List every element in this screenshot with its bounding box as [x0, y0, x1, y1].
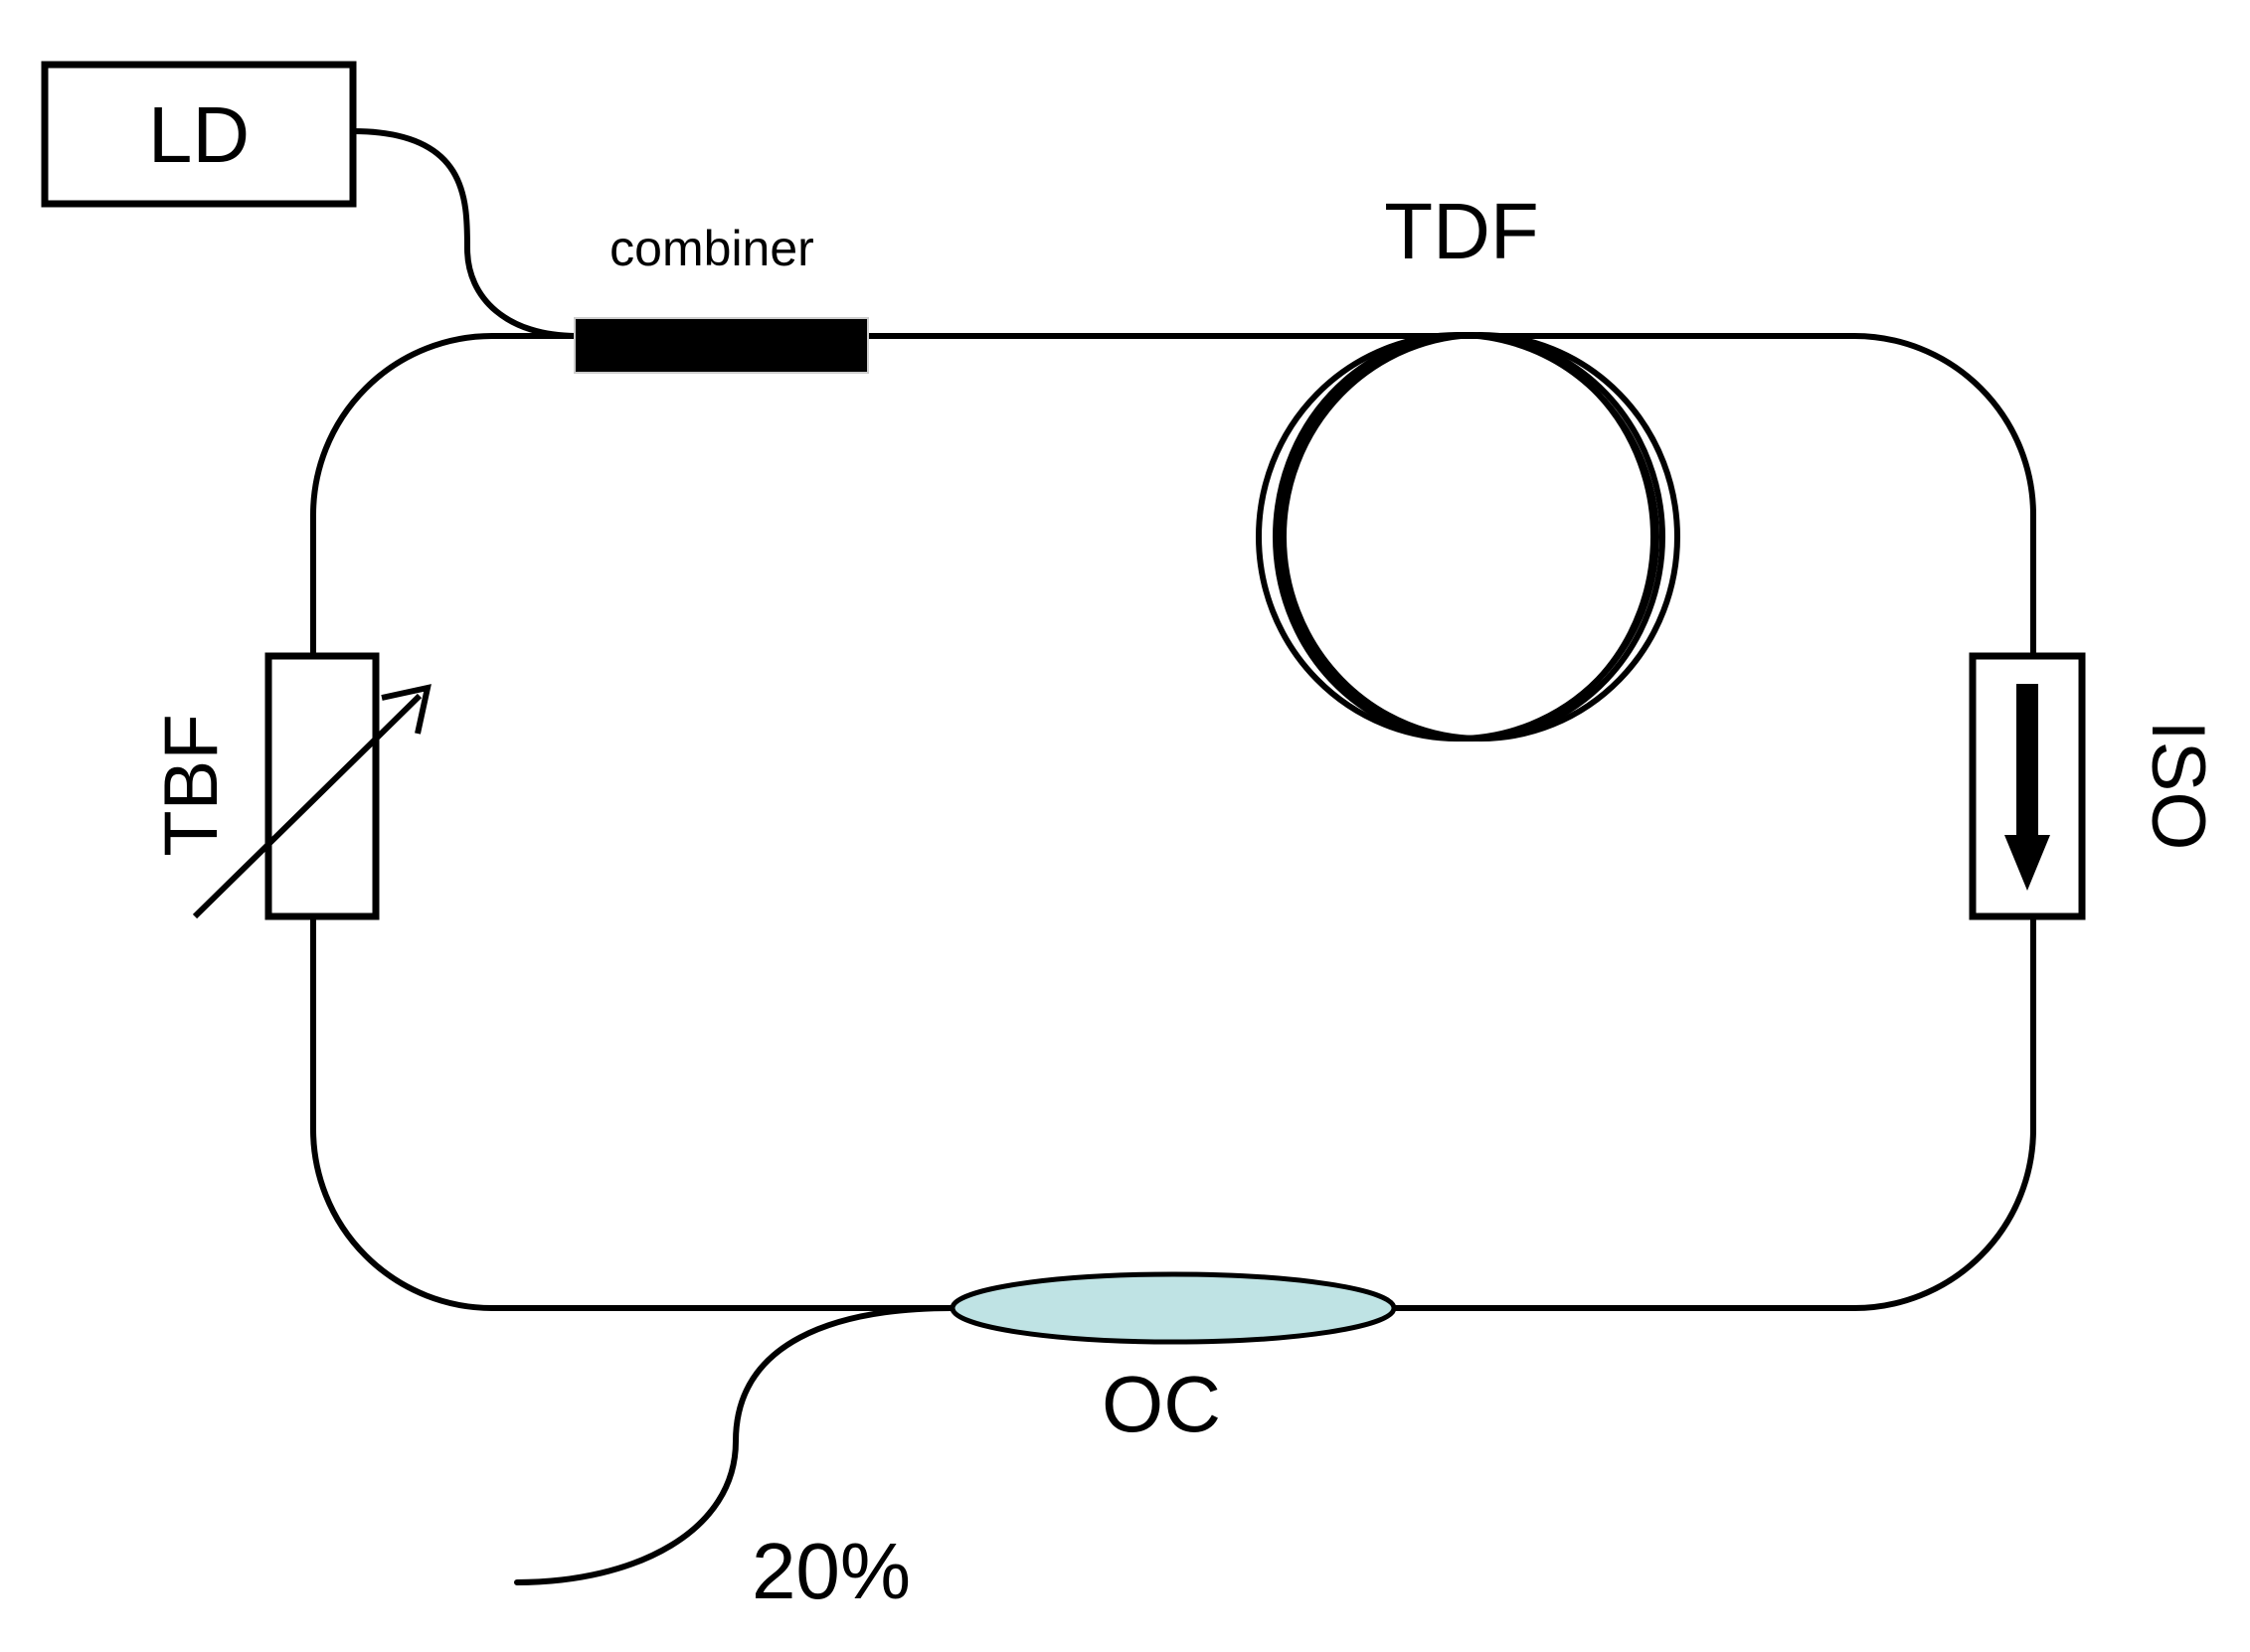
thulium-doped-fiber-coil: TDF	[1256, 187, 1680, 742]
pump-fiber	[350, 128, 580, 339]
tunable-bandpass-filter: TBF	[149, 652, 432, 920]
fiber-coil-loop-outer-right	[1281, 332, 1680, 742]
iso-label: ISO	[2136, 721, 2220, 851]
laser-diode: LD	[41, 61, 357, 208]
output-coupler: OC	[950, 1271, 1397, 1448]
down-arrow-icon	[2004, 835, 2050, 891]
tuning-arrow-icon	[381, 684, 432, 735]
tbf-label: TBF	[149, 714, 234, 857]
laser-diode-box	[41, 61, 357, 208]
combiner-label: combiner	[609, 221, 814, 276]
laser-diode-label: LD	[148, 90, 250, 179]
isolator-arrow-shaft	[2016, 684, 2038, 841]
coupler-body	[950, 1271, 1397, 1345]
output-fiber	[514, 1305, 955, 1585]
output-ratio-label: 20%	[752, 1527, 911, 1615]
tbf-box	[264, 652, 380, 920]
combiner: combiner	[574, 221, 869, 374]
ring-cavity-fiber	[310, 333, 2036, 1311]
tdf-label: TDF	[1384, 187, 1539, 275]
combiner-body	[574, 317, 869, 374]
optical-isolator: ISO	[1969, 652, 2220, 920]
tuning-arrow-shaft	[192, 693, 423, 919]
fiber-coil-loop-outer	[1256, 332, 1659, 742]
oc-label: OC	[1102, 1360, 1221, 1448]
